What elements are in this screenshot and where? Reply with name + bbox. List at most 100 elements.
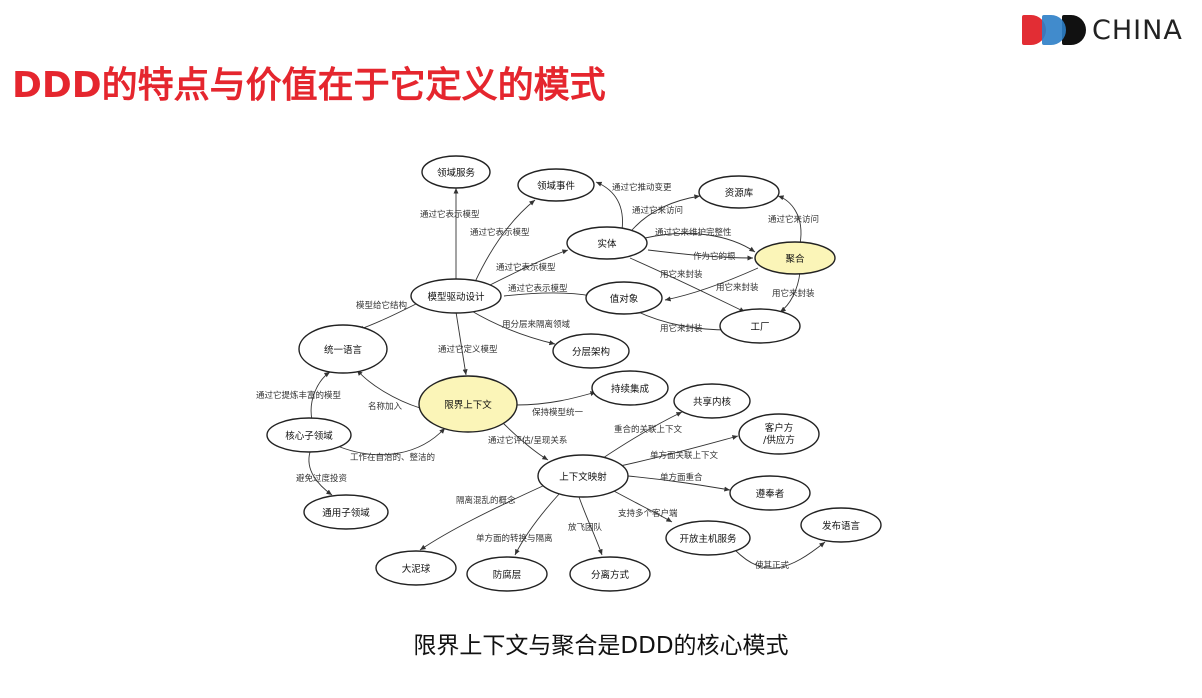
svg-text:领域服务: 领域服务 (437, 167, 476, 179)
slide-title: DDD的特点与价值在于它定义的模式 (12, 65, 606, 106)
node-repository: 资源库 (698, 175, 780, 209)
ddd-china-logo: CHINA (1022, 12, 1183, 48)
edge-bounded-context-to-continuous-integration: 保持模型统一 (515, 391, 597, 418)
svg-text:模型驱动设计: 模型驱动设计 (427, 291, 485, 303)
edge-label: 作为它的根 (693, 251, 736, 262)
edge-label: 用它来封装 (660, 269, 703, 280)
node-aggregate: 聚合 (754, 241, 836, 275)
edge-entity-to-repository: 通过它来访问 (631, 194, 701, 231)
edge-label: 用它来封装 (660, 323, 703, 334)
node-open-host-service: 开放主机服务 (665, 520, 751, 556)
edge-model-to-value-object: 通过它表示模型 (503, 283, 593, 298)
edge-core-domain-to-ubiquitous: 通过它提炼丰富的模型 (256, 371, 342, 421)
node-big-ball-of-mud: 大泥球 (375, 550, 457, 586)
edge-context-map-to-acl: 单方面的转换与隔离 (476, 492, 561, 556)
edge-aggregate-to-repository: 通过它来访问 (768, 195, 819, 245)
node-bounded-context: 限界上下文 (418, 375, 518, 433)
svg-text:持续集成: 持续集成 (611, 383, 650, 395)
edge-context-map-to-shared-kernel: 重合的关联上下文 (599, 411, 683, 461)
edge-bounded-context-to-ubiquitous: 名称加入 (356, 369, 421, 412)
edge-label: 单方面重合 (660, 472, 703, 483)
svg-text:限界上下文: 限界上下文 (444, 399, 492, 411)
edge-label: 通过它来访问 (768, 214, 819, 225)
edge-entity-to-factory: 用它来封装 (629, 257, 746, 313)
edge-label: 使其正式 (755, 560, 790, 571)
node-conformist: 遵奉者 (729, 475, 811, 511)
svg-text:核心子领域: 核心子领域 (285, 430, 333, 442)
node-continuous-integration: 持续集成 (591, 370, 669, 406)
edge-label: 用分层来隔离领域 (502, 319, 571, 330)
node-value-object: 值对象 (585, 281, 663, 315)
edge-label: 通过它表示模型 (470, 227, 530, 238)
edge-label: 避免过度投资 (296, 473, 348, 484)
node-layered-architecture: 分层架构 (552, 333, 630, 369)
node-generic-subdomain: 通用子领域 (303, 494, 389, 530)
edge-label: 工作在自治的、整洁的 (350, 452, 435, 463)
svg-text:共享内核: 共享内核 (693, 396, 732, 408)
edge-label: 通过它表示模型 (496, 262, 556, 273)
edge-label: 放飞团队 (568, 522, 603, 533)
node-factory: 工厂 (719, 308, 801, 344)
svg-text:发布语言: 发布语言 (822, 520, 861, 532)
node-ubiquitous-language: 统一语言 (298, 324, 388, 374)
svg-text:领域事件: 领域事件 (537, 180, 576, 192)
svg-text:客户方: 客户方 (765, 422, 794, 434)
node-context-map: 上下文映射 (537, 454, 629, 498)
edge-context-map-to-customer-supplier: 单方面关联上下文 (619, 435, 739, 467)
svg-text:上下文映射: 上下文映射 (559, 471, 607, 483)
edge-label: 通过它推动变更 (612, 182, 672, 193)
svg-text:工厂: 工厂 (750, 322, 769, 333)
node-entity: 实体 (566, 226, 648, 260)
svg-text:统一语言: 统一语言 (324, 344, 363, 356)
edge-entity-to-aggregate-integrity: 通过它来维护完整性 (644, 227, 756, 253)
svg-text:防腐层: 防腐层 (493, 569, 522, 581)
node-anticorruption-layer: 防腐层 (466, 556, 548, 592)
svg-text:聚合: 聚合 (785, 253, 805, 265)
svg-text:通用子领域: 通用子领域 (322, 507, 370, 519)
svg-text:实体: 实体 (597, 238, 617, 250)
logo-d-black-icon (1062, 15, 1086, 45)
edge-context-map-to-big-ball: 隔离混乱的概念 (419, 484, 546, 551)
slide-caption: 限界上下文与聚合是DDD的核心模式 (413, 633, 789, 659)
edge-label: 重合的关联上下文 (614, 424, 683, 435)
edge-core-domain-to-bounded-context: 工作在自治的、整洁的 (339, 427, 446, 463)
edge-entity-to-aggregate-root: 作为它的根 (647, 249, 754, 262)
edge-label: 单方面关联上下文 (650, 450, 719, 461)
edge-label: 单方面的转换与隔离 (476, 533, 553, 544)
edge-model-to-domain-service: 通过它表示模型 (420, 188, 480, 280)
svg-text:大泥球: 大泥球 (402, 563, 431, 575)
logo-text: CHINA (1092, 14, 1183, 46)
edge-label: 通过它提炼丰富的模型 (256, 390, 342, 401)
svg-text:资源库: 资源库 (725, 187, 754, 199)
edge-label: 通过它定义模型 (438, 344, 498, 355)
svg-text:遵奉者: 遵奉者 (756, 488, 785, 500)
node-published-language: 发布语言 (800, 507, 882, 543)
edge-label: 通过它表示模型 (420, 209, 480, 220)
node-shared-kernel: 共享内核 (673, 383, 751, 419)
node-customer-supplier: 客户方 /供应方 (738, 413, 820, 455)
edge-model-to-layered: 用分层来隔离领域 (469, 309, 571, 346)
edge-aggregate-to-value-object: 用它来封装 (664, 267, 759, 302)
edge-context-map-to-conformist: 单方面重合 (627, 472, 731, 492)
node-domain-event: 领域事件 (517, 168, 595, 202)
svg-text:/供应方: /供应方 (763, 434, 795, 446)
logo-d-blue-icon (1042, 15, 1066, 45)
edge-bounded-context-to-context-map: 通过它评估/呈现关系 (488, 419, 567, 461)
svg-text:分离方式: 分离方式 (591, 569, 630, 581)
svg-text:分层架构: 分层架构 (572, 346, 610, 358)
edge-label: 通过它表示模型 (508, 283, 568, 294)
edge-model-to-entity: 通过它表示模型 (489, 249, 569, 286)
edge-label: 用它来封装 (772, 288, 815, 299)
edge-label: 用它来封装 (716, 282, 759, 293)
edge-context-map-to-open-host: 支持多个客户端 (611, 489, 678, 523)
edge-open-host-to-published-language: 使其正式 (734, 541, 826, 571)
svg-text:开放主机服务: 开放主机服务 (679, 533, 737, 545)
edge-model-to-domain-event: 通过它表示模型 (470, 199, 536, 283)
node-separate-ways: 分离方式 (569, 556, 651, 592)
svg-text:值对象: 值对象 (610, 293, 639, 305)
edge-label: 保持模型统一 (532, 407, 584, 418)
edge-label: 隔离混乱的概念 (456, 495, 516, 506)
edge-label: 通过它评估/呈现关系 (488, 435, 567, 446)
edge-context-map-to-separate-ways: 放飞团队 (568, 493, 603, 556)
